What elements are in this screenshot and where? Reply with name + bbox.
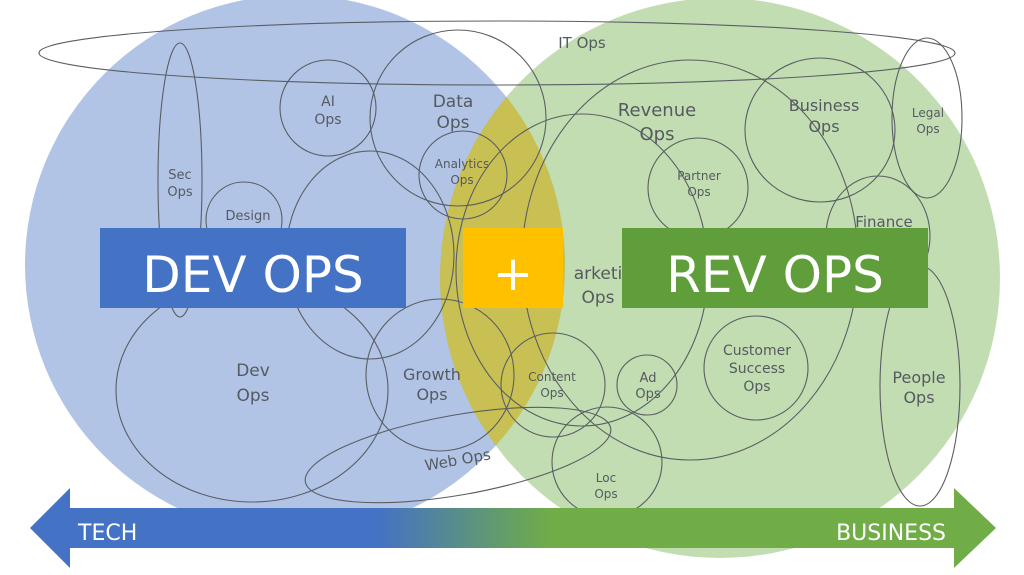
loc-ops-label-line1: Loc [596, 471, 616, 485]
business-ops-label-line1: Business [789, 96, 860, 115]
ai-ops-circle [279, 59, 377, 157]
data-ops-ellipse [369, 29, 547, 207]
legal-ops-label-line2: Ops [916, 122, 939, 136]
dev-ops-box [100, 228, 406, 308]
business-label: BUSINESS [836, 521, 946, 546]
data-ops-label-line2: Ops [436, 113, 469, 133]
growth-ops-label-line1: Growth [403, 365, 461, 384]
customer-success-ops-circle [703, 315, 809, 421]
people-ops-label-line1: People [892, 368, 945, 387]
marketing-ops-label-line2: Ops [581, 288, 614, 308]
arrow-shape [30, 488, 996, 568]
design-label: Design [226, 209, 271, 224]
ad-ops-circle [616, 354, 678, 416]
data-ops-label-line1: Data [433, 92, 474, 112]
sec-ops-label-line1: Sec [168, 168, 191, 183]
legal-ops-ellipse [891, 37, 963, 199]
customer-success-ops-label-line3: Ops [743, 379, 770, 395]
revenue-ops-label-line2: Ops [640, 124, 675, 145]
customer-success-ops-label-line2: Success [729, 361, 785, 377]
sec-ops-label-line2: Ops [167, 185, 192, 200]
business-ops-ellipse [744, 57, 896, 203]
growth-ops-ellipse [365, 298, 515, 452]
rev-ops-title: REV OPS [666, 246, 884, 304]
plus-sign: + [493, 246, 533, 302]
dev-ops-label-line2: Ops [236, 386, 269, 406]
ai-ops-label-line2: Ops [314, 112, 341, 128]
content-ops-circle [500, 332, 606, 438]
analytics-ops-label-line2: Ops [450, 173, 473, 187]
customer-success-ops-label-line1: Customer [723, 343, 791, 359]
marketing-ops-label-line1: arketi [574, 264, 623, 284]
plus-box [463, 228, 563, 308]
web-ops-ellipse [304, 406, 612, 504]
dev-ops-title: DEV OPS [142, 246, 363, 304]
dev-ops-label-line1: Dev [236, 361, 270, 381]
partner-ops-label-line2: Ops [687, 185, 710, 199]
finance-label: Finance [855, 213, 912, 231]
sec-ops-ellipse [157, 42, 203, 318]
business-ops-label-line2: Ops [808, 117, 839, 136]
analytics-ops-label-line1: Analytics [435, 157, 490, 171]
rev-ops-box [622, 228, 928, 308]
people-ops-label-line2: Ops [903, 388, 934, 407]
it-ops-ellipse [38, 20, 956, 86]
ops-labels: IT Ops AI Ops Data Ops Analytics Ops Sec… [167, 34, 945, 501]
partner-ops-label-line1: Partner [677, 169, 721, 183]
revenue-ops-label-line1: Revenue [618, 100, 696, 121]
tech-business-arrow: TECH BUSINESS [30, 488, 996, 568]
ai-ops-label-line1: AI [321, 94, 335, 110]
content-ops-label-line1: Content [528, 370, 576, 384]
tech-label: TECH [77, 521, 137, 546]
it-ops-label: IT Ops [558, 34, 606, 52]
growth-ops-label-line2: Ops [416, 385, 447, 404]
ad-ops-label-line2: Ops [635, 387, 660, 402]
banner: DEV OPS + REV OPS [100, 228, 928, 308]
legal-ops-label-line1: Legal [912, 106, 944, 120]
content-ops-label-line2: Ops [540, 386, 563, 400]
ad-ops-label-line1: Ad [640, 371, 657, 386]
loc-ops-label-line2: Ops [594, 487, 617, 501]
